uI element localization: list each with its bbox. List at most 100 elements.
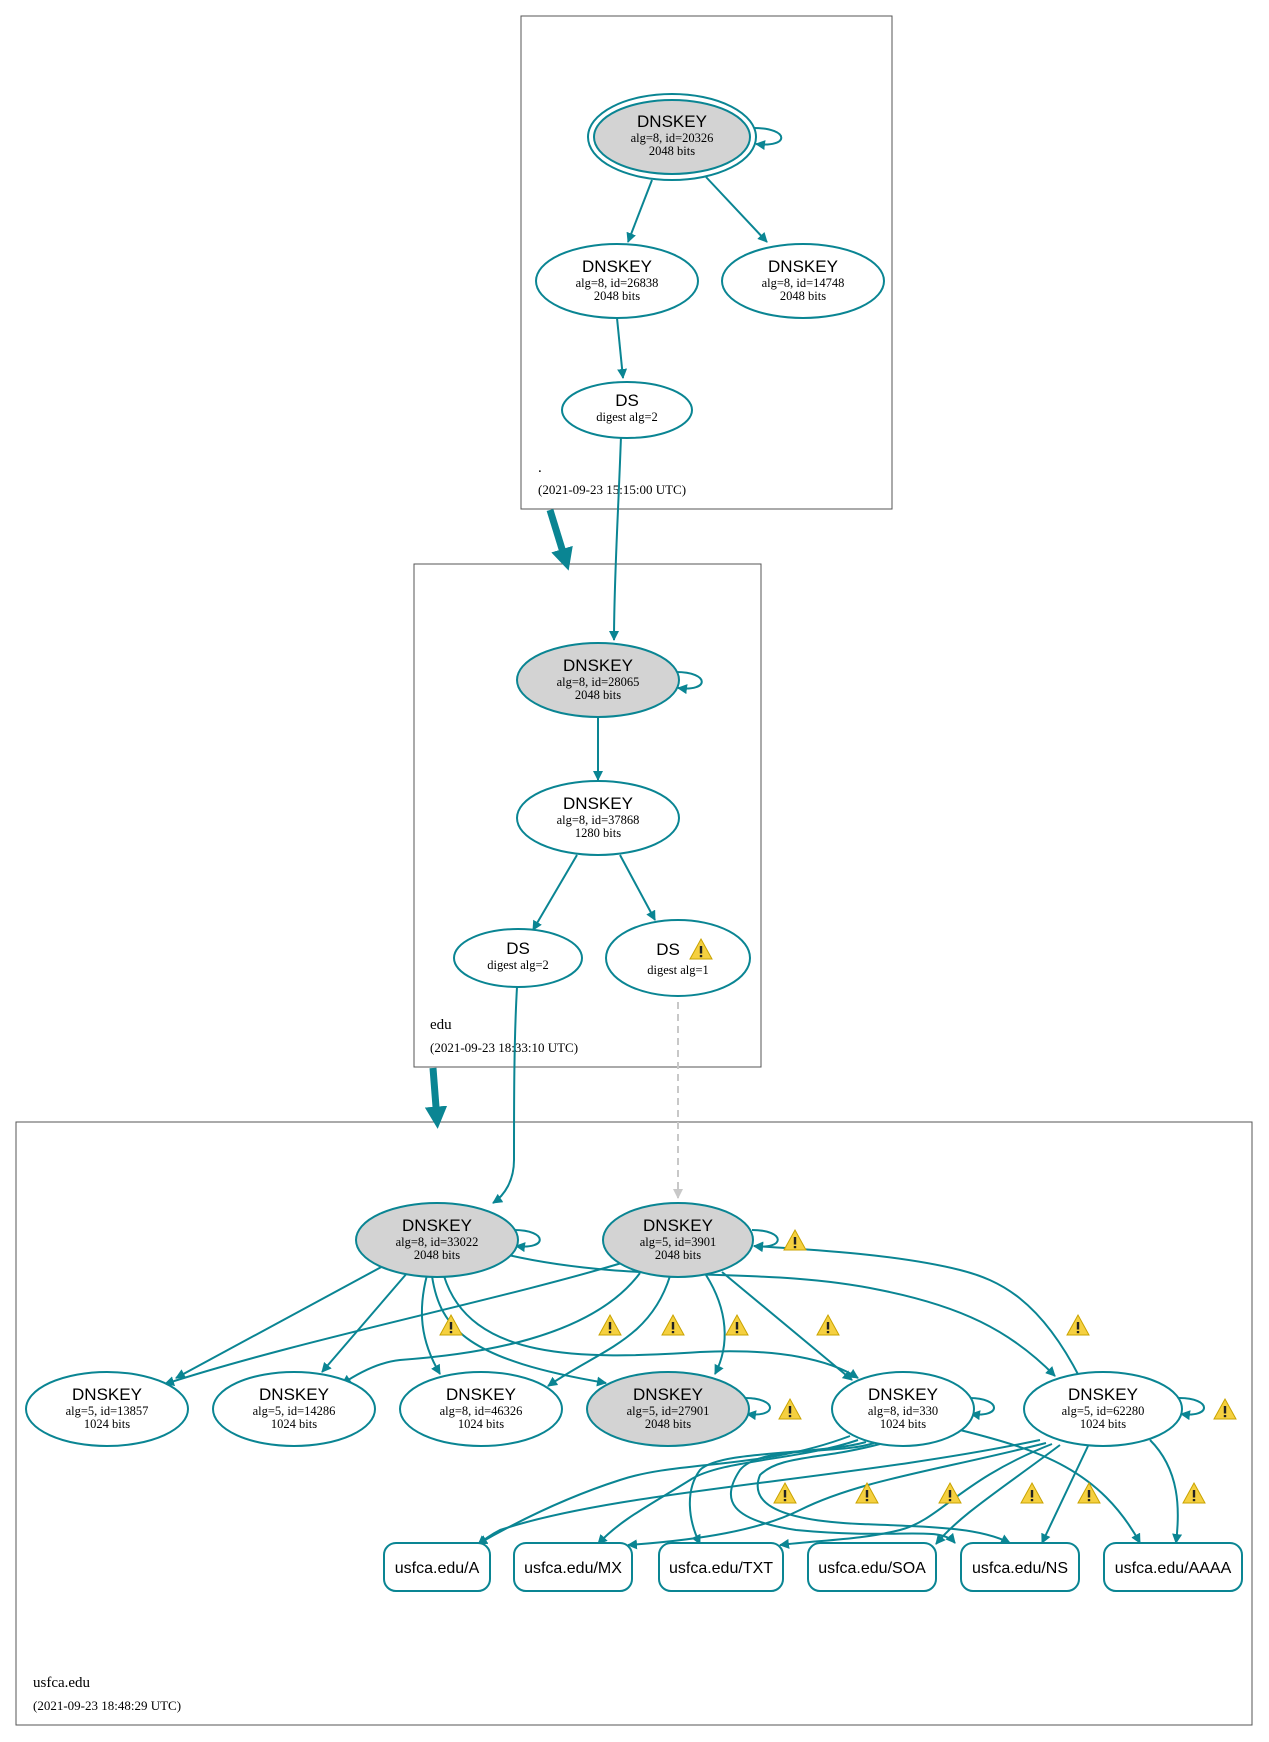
u_k33022-title: DNSKEY	[402, 1216, 472, 1235]
node-u_k3901[interactable]: DNSKEY alg=5, id=3901 2048 bits	[602, 1202, 754, 1278]
node-r_zsk2[interactable]: DNSKEY alg=8, id=14748 2048 bits	[721, 243, 885, 319]
edge-k62280-aaaa	[1149, 1439, 1183, 1544]
node-e_ds1[interactable]: DS digest alg=1	[605, 919, 751, 997]
r_ksk-line1: alg=8, id=20326	[631, 131, 714, 145]
edge-k62280-mx	[627, 1442, 1047, 1550]
node-r_ds[interactable]: DS digest alg=2	[561, 381, 693, 439]
node-e_ksk[interactable]: DNSKEY alg=8, id=28065 2048 bits	[516, 642, 680, 718]
u_k33022-line2: 2048 bits	[414, 1248, 460, 1262]
node-u_k46326[interactable]: DNSKEY alg=8, id=46326 1024 bits	[399, 1371, 563, 1447]
warning-icon	[778, 1398, 802, 1420]
edge-k3901-self	[751, 1229, 779, 1253]
warning-icon	[1066, 1314, 1090, 1336]
warning-icon	[598, 1314, 622, 1336]
edge-k330-mx	[597, 1439, 859, 1545]
u_k46326-line2: 1024 bits	[458, 1417, 504, 1431]
edge-edu-zsk-ds1	[619, 854, 656, 921]
warning-icon	[1020, 1482, 1044, 1504]
rrset-a[interactable]: usfca.edu/A	[383, 1542, 491, 1592]
r_zsk1-line2: 2048 bits	[594, 289, 640, 303]
node-u_k33022[interactable]: DNSKEY alg=8, id=33022 2048 bits	[355, 1202, 519, 1278]
zone-root-name: .	[538, 460, 542, 476]
edge-k330-ns	[756, 1443, 1011, 1544]
u_k330-line2: 1024 bits	[880, 1417, 926, 1431]
warning-icon	[816, 1314, 840, 1336]
e_ksk-title: DNSKEY	[563, 656, 633, 675]
r_zsk2-line1: alg=8, id=14748	[762, 276, 845, 290]
edge-edu-ds2-usfca-k33022	[492, 986, 518, 1204]
rrset-a-label: usfca.edu/A	[395, 1560, 480, 1577]
node-u_k330[interactable]: DNSKEY alg=8, id=330 1024 bits	[831, 1371, 975, 1447]
node-e_zsk[interactable]: DNSKEY alg=8, id=37868 1280 bits	[516, 780, 680, 856]
edge-root-ds-edu-ksk	[609, 435, 622, 641]
e_ds2-line1: digest alg=2	[487, 958, 549, 972]
warning-icon	[725, 1314, 749, 1336]
zone-usfca: usfca.edu (2021-09-23 18:48:29 UTC)	[15, 1121, 1253, 1726]
edge-root-ksk-zsk1	[626, 179, 653, 243]
u_k14286-title: DNSKEY	[259, 1385, 329, 1404]
warning-icon	[1182, 1482, 1206, 1504]
warning-icon	[661, 1314, 685, 1336]
u_k3901-line2: 2048 bits	[655, 1248, 701, 1262]
node-u_k13857[interactable]: DNSKEY alg=5, id=13857 1024 bits	[25, 1371, 189, 1447]
edge-k330-self	[968, 1397, 995, 1421]
node-u_k62280[interactable]: DNSKEY alg=5, id=62280 1024 bits	[1023, 1371, 1183, 1447]
u_k33022-line1: alg=8, id=33022	[396, 1235, 479, 1249]
edge-k330-aaaa	[959, 1429, 1141, 1544]
r_zsk2-line2: 2048 bits	[780, 289, 826, 303]
edge-k3901-k27901	[705, 1274, 726, 1375]
edge-k62280-soa	[935, 1444, 1061, 1545]
e_ds1-title: DS	[656, 940, 680, 959]
edge-root-zsk1-ds	[616, 317, 628, 379]
edge-k3901-k13857	[164, 1261, 626, 1386]
node-r_ksk[interactable]: DNSKEY alg=8, id=20326 2048 bits	[587, 93, 757, 181]
edge-k33022-k14286	[321, 1271, 409, 1373]
node-u_k14286[interactable]: DNSKEY alg=5, id=14286 1024 bits	[212, 1371, 376, 1447]
e_ds2-title: DS	[506, 939, 530, 958]
warning-icon	[1213, 1398, 1237, 1420]
edge-k33022-k330	[443, 1275, 859, 1379]
u_k13857-line1: alg=5, id=13857	[66, 1404, 149, 1418]
node-e_ds2[interactable]: DS digest alg=2	[453, 928, 583, 988]
rrset-aaaa[interactable]: usfca.edu/AAAA	[1103, 1542, 1243, 1592]
rrset-ns[interactable]: usfca.edu/NS	[960, 1542, 1080, 1592]
rrset-ns-label: usfca.edu/NS	[972, 1560, 1068, 1577]
edge-k33022-k27901	[431, 1275, 607, 1387]
warning-icon	[783, 1229, 807, 1251]
edge-edu-ksk-self	[675, 671, 703, 695]
zone-edu: edu (2021-09-23 18:33:10 UTC)	[413, 563, 762, 1068]
rrset-soa[interactable]: usfca.edu/SOA	[807, 1542, 937, 1592]
u_k14286-line1: alg=5, id=14286	[253, 1404, 336, 1418]
edge-k62280-k3901	[753, 1241, 1081, 1379]
delegation-edu-usfca	[424, 1067, 448, 1129]
rrset-mx[interactable]: usfca.edu/MX	[513, 1542, 633, 1592]
u_k62280-line2: 1024 bits	[1080, 1417, 1126, 1431]
edge-k33022-k46326	[420, 1274, 441, 1375]
e_ksk-line1: alg=8, id=28065	[557, 675, 640, 689]
edge-edu-zsk-ds2	[532, 854, 578, 931]
zone-root: . (2021-09-23 15:15:00 UTC)	[520, 15, 893, 510]
warning-icon	[439, 1314, 463, 1336]
edge-k27901-self	[744, 1397, 771, 1421]
zone-edu-timestamp: (2021-09-23 18:33:10 UTC)	[430, 1040, 578, 1055]
node-u_k27901[interactable]: DNSKEY alg=5, id=27901 2048 bits	[586, 1371, 750, 1447]
edge-k33022-self	[513, 1229, 541, 1253]
r_zsk1-title: DNSKEY	[582, 257, 652, 276]
e_zsk-line1: alg=8, id=37868	[557, 813, 640, 827]
r_zsk2-title: DNSKEY	[768, 257, 838, 276]
edge-k62280-ns	[1041, 1445, 1089, 1544]
zone-root-timestamp: (2021-09-23 15:15:00 UTC)	[538, 482, 686, 497]
rrset-soa-label: usfca.edu/SOA	[818, 1560, 926, 1577]
node-r_zsk1[interactable]: DNSKEY alg=8, id=26838 2048 bits	[535, 243, 699, 319]
u_k13857-line2: 1024 bits	[84, 1417, 130, 1431]
edge-k3901-k46326	[547, 1275, 671, 1387]
rrset-txt[interactable]: usfca.edu/TXT	[658, 1542, 784, 1592]
edge-warnings	[439, 1229, 1237, 1504]
r_ds-line1: digest alg=2	[596, 410, 658, 424]
u_k330-line1: alg=8, id=330	[868, 1404, 938, 1418]
e_ksk-line2: 2048 bits	[575, 688, 621, 702]
warning-icon	[855, 1482, 879, 1504]
zone-usfca-name: usfca.edu	[33, 1675, 91, 1691]
edge-k33022-k13857	[175, 1264, 386, 1379]
